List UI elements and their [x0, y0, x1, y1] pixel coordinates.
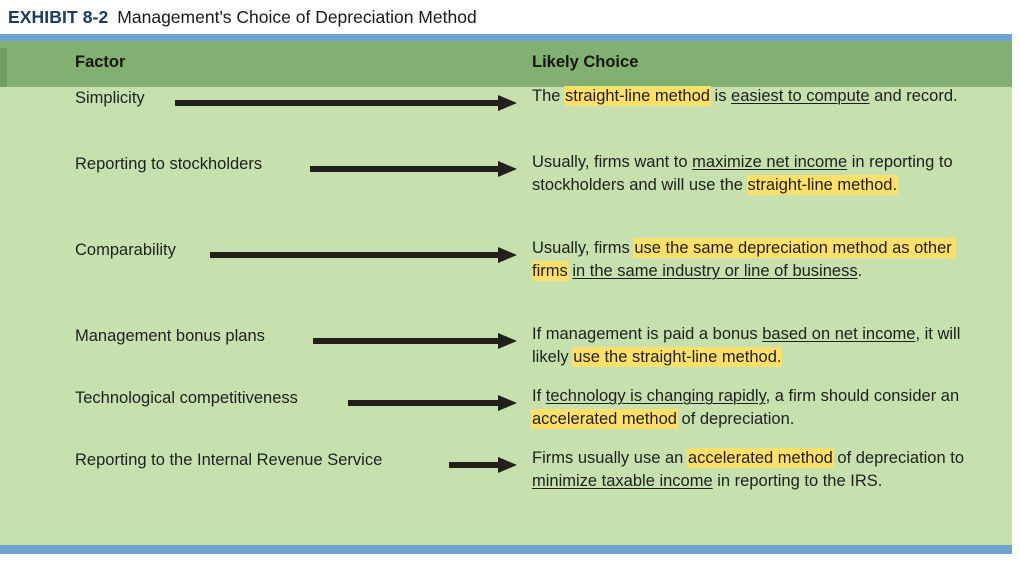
factor-cell: Reporting to the Internal Revenue Servic… — [75, 449, 520, 475]
factor-label: Comparability — [75, 241, 176, 259]
highlighted-text: accelerated method — [532, 410, 677, 428]
body-text: , it will likely — [532, 325, 965, 366]
factor-label: Management bonus plans — [75, 327, 265, 345]
right-arrow-icon — [313, 333, 517, 349]
body-text: Firms usually use an — [532, 449, 688, 467]
arrow-head — [498, 457, 517, 473]
underlined-text: technology is changing rapidly — [545, 387, 766, 405]
header-left-accent — [0, 48, 7, 94]
likely-choice-cell: Usually, firms want to maximize net inco… — [532, 151, 987, 197]
body-text: The — [532, 87, 566, 105]
underlined-text: maximize net income — [692, 153, 848, 171]
top-rule — [0, 34, 1012, 41]
body-text: and record. — [869, 87, 958, 105]
arrow-shaft — [175, 100, 500, 106]
exhibit-number: EXHIBIT 8-2 — [8, 6, 109, 27]
body-text: is — [709, 87, 732, 105]
table-body: Simplicity The straight-line method is ea… — [0, 87, 1012, 545]
arrow-head — [498, 395, 517, 411]
factor-label: Simplicity — [75, 89, 145, 107]
body-text: If management is paid a bonus — [532, 325, 763, 343]
highlighted-text: straight-line method. — [747, 176, 898, 194]
arrow-head — [498, 161, 517, 177]
right-arrow-icon — [449, 457, 517, 473]
arrow-shaft — [310, 166, 500, 172]
right-arrow-icon — [210, 247, 517, 263]
body-text: If — [532, 387, 546, 405]
highlighted-text: accelerated method — [687, 449, 833, 467]
body-text: of depreciation. — [676, 410, 795, 428]
factor-label: Technological competitiveness — [75, 389, 298, 407]
bottom-rule — [0, 545, 1012, 554]
factor-cell: Management bonus plans — [75, 325, 520, 351]
likely-choice-cell: Usually, firms use the same depreciation… — [532, 237, 987, 283]
arrow-shaft — [210, 252, 500, 258]
arrow-shaft — [313, 338, 500, 344]
arrow-shaft — [449, 462, 500, 468]
likely-choice-cell: Firms usually use an accelerated method … — [532, 447, 987, 493]
highlighted-text: straight-line method — [565, 87, 710, 105]
arrow-shaft — [348, 400, 500, 406]
highlighted-text: use the straight-line method. — [573, 348, 782, 366]
body-text: , a firm should consider an — [765, 387, 964, 405]
likely-choice-cell: The straight-line method is easiest to c… — [532, 85, 987, 108]
arrow-head — [498, 95, 517, 111]
factor-label: Reporting to the Internal Revenue Servic… — [75, 451, 383, 469]
arrow-head — [498, 247, 517, 263]
factor-label: Reporting to stockholders — [75, 155, 263, 173]
underlined-text: easiest to compute — [731, 87, 870, 105]
right-arrow-icon — [348, 395, 517, 411]
body-text: of depreciation to — [832, 449, 969, 467]
right-arrow-icon — [175, 95, 517, 111]
body-text: Usually, firms — [532, 239, 635, 257]
body-text: in reporting to the IRS. — [712, 472, 883, 490]
column-header-likely-choice: Likely Choice — [532, 53, 639, 71]
body-text: Usually, firms want to — [532, 153, 693, 171]
likely-choice-cell: If technology is changing rapidly, a fir… — [532, 385, 987, 431]
page-title: Management's Choice of Depreciation Meth… — [117, 6, 477, 27]
underlined-text: minimize taxable income — [532, 472, 713, 490]
underlined-text: in the same industry or line of business — [572, 262, 858, 280]
exhibit-table: Factor Likely Choice Simplicity The strai… — [0, 34, 1012, 554]
table-header-row: Factor Likely Choice — [0, 41, 1012, 94]
factor-cell: Simplicity — [75, 87, 520, 113]
exhibit-title-bar: EXHIBIT 8-2 Management's Choice of Depre… — [0, 0, 1020, 34]
right-arrow-icon — [310, 161, 517, 177]
body-text: in reporting to stockholders and will us… — [532, 153, 958, 194]
factor-cell: Reporting to stockholders — [75, 153, 520, 179]
underlined-text: based on net income — [762, 325, 916, 343]
likely-choice-cell: If management is paid a bonus based on n… — [532, 323, 987, 369]
body-text: . — [857, 262, 863, 280]
factor-cell: Technological competitiveness — [75, 387, 520, 413]
factor-cell: Comparability — [75, 239, 520, 265]
arrow-head — [498, 333, 517, 349]
column-header-factor: Factor — [75, 53, 126, 71]
